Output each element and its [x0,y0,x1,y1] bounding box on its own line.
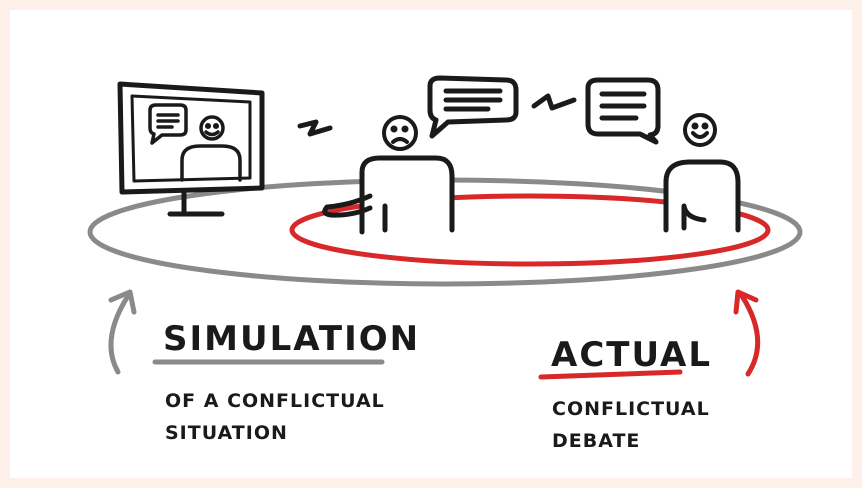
actual-ellipse [289,193,771,267]
happy-person-icon [663,159,741,233]
actual-subtitle-line1: CONFLICTUAL [552,398,710,420]
monitor-person-icon [180,144,242,182]
illustration-scene [87,75,803,380]
arrow-up-icon-grey [108,289,137,375]
lightning-icon-left [297,119,333,137]
monitor-speech-bubble-icon [148,103,188,145]
actual-subtitle-line2: DEBATE [552,430,641,452]
lightning-icon-right [531,93,577,111]
speech-bubble-icon-2 [585,77,661,145]
sad-face-icon [382,115,418,151]
sad-person-icon [322,155,455,235]
actual-underline [538,369,683,380]
arrow-up-icon-red [733,289,761,377]
simulation-subtitle-line2: SITUATION [165,422,288,444]
actual-title: ACTUAL [551,335,712,375]
speech-bubble-icon-1 [427,75,519,139]
simulation-title: SIMULATION [163,319,421,359]
monitor-smiley-face-icon [199,115,225,141]
simulation-subtitle-line1: OF A CONFLICTUAL [165,390,385,412]
smiley-face-icon [683,113,717,147]
